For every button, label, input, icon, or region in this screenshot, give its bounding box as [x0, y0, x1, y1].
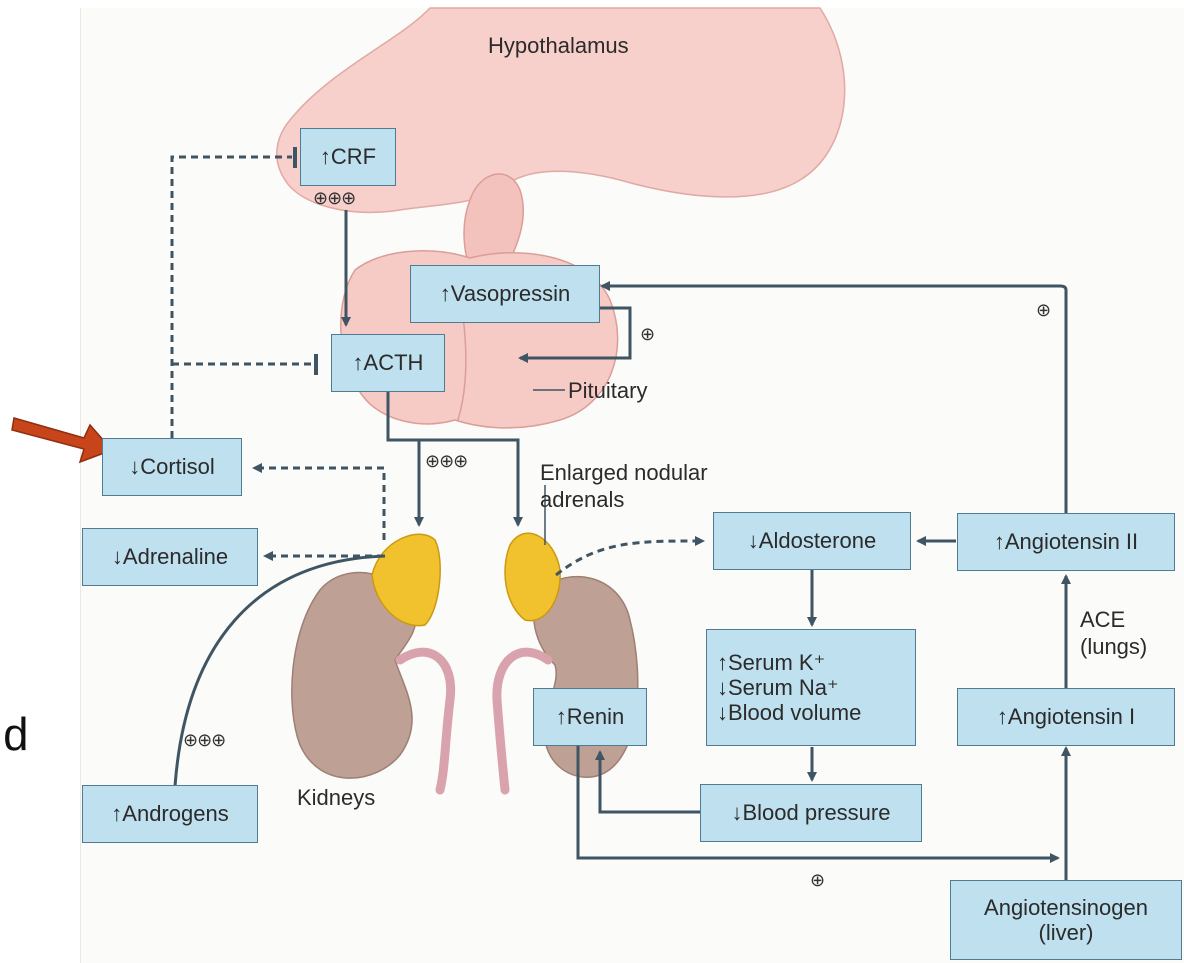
- right-adrenal: [504, 532, 561, 622]
- aldosterone-box: ↓Aldosterone: [713, 512, 911, 570]
- blood-volume-line: ↓Blood volume: [717, 700, 862, 726]
- serum-box: ↑Serum K⁺ ↓Serum Na⁺ ↓Blood volume: [706, 629, 916, 746]
- ace-label-line2: (lungs): [1080, 634, 1148, 659]
- pituitary-stalk: [463, 173, 524, 271]
- angiotensinogen-box: Angiotensinogen (liver): [950, 880, 1182, 960]
- acth-box: ↑ACTH: [331, 334, 445, 392]
- adrenaline-box: ↓Adrenaline: [82, 528, 258, 586]
- angiotensinogen-line1: Angiotensinogen: [984, 894, 1148, 920]
- cortisol-box: ↓Cortisol: [102, 438, 242, 496]
- highlight-arrow: [11, 417, 114, 464]
- ace-label-line1: ACE: [1080, 607, 1126, 632]
- angiotensin-feedback-plus: ⊕: [1036, 300, 1051, 320]
- vasopressin-box: ↑Vasopressin: [410, 265, 600, 323]
- angiotensin-ii-box: ↑Angiotensin II: [957, 513, 1175, 571]
- androgens-box: ↑Androgens: [82, 785, 258, 843]
- renin-angiotensinogen-plus: ⊕: [810, 870, 825, 890]
- hypothalamus-shape: [276, 7, 846, 214]
- angiotensin-i-box: ↑Angiotensin I: [957, 688, 1175, 746]
- crf-plus-signs: ⊕⊕⊕: [313, 188, 356, 208]
- side-char-label: d: [2, 712, 30, 764]
- hypothalamus-label: Hypothalamus: [488, 33, 629, 58]
- vasopressin-loop-plus: ⊕: [640, 324, 655, 344]
- acth-plus-signs: ⊕⊕⊕: [425, 451, 468, 471]
- renin-box: ↑Renin: [533, 688, 647, 746]
- right-ureter: [492, 647, 553, 795]
- androgen-plus-signs: ⊕⊕⊕: [183, 730, 226, 750]
- pituitary-label: Pituitary: [568, 378, 648, 403]
- kidneys-label: Kidneys: [297, 785, 376, 810]
- crf-box: ↑CRF: [300, 128, 396, 186]
- left-adrenal: [371, 533, 441, 627]
- left-ureter: [395, 647, 456, 795]
- serum-k-line: ↑Serum K⁺: [717, 649, 826, 675]
- enlarged-adrenals-label-line1: Enlarged nodular: [540, 460, 708, 485]
- enlarged-adrenals-label-line2: adrenals: [540, 487, 625, 512]
- angiotensinogen-line2: (liver): [1038, 920, 1094, 945]
- blood-pressure-box: ↓Blood pressure: [700, 784, 922, 842]
- serum-na-line: ↓Serum Na⁺: [717, 674, 839, 700]
